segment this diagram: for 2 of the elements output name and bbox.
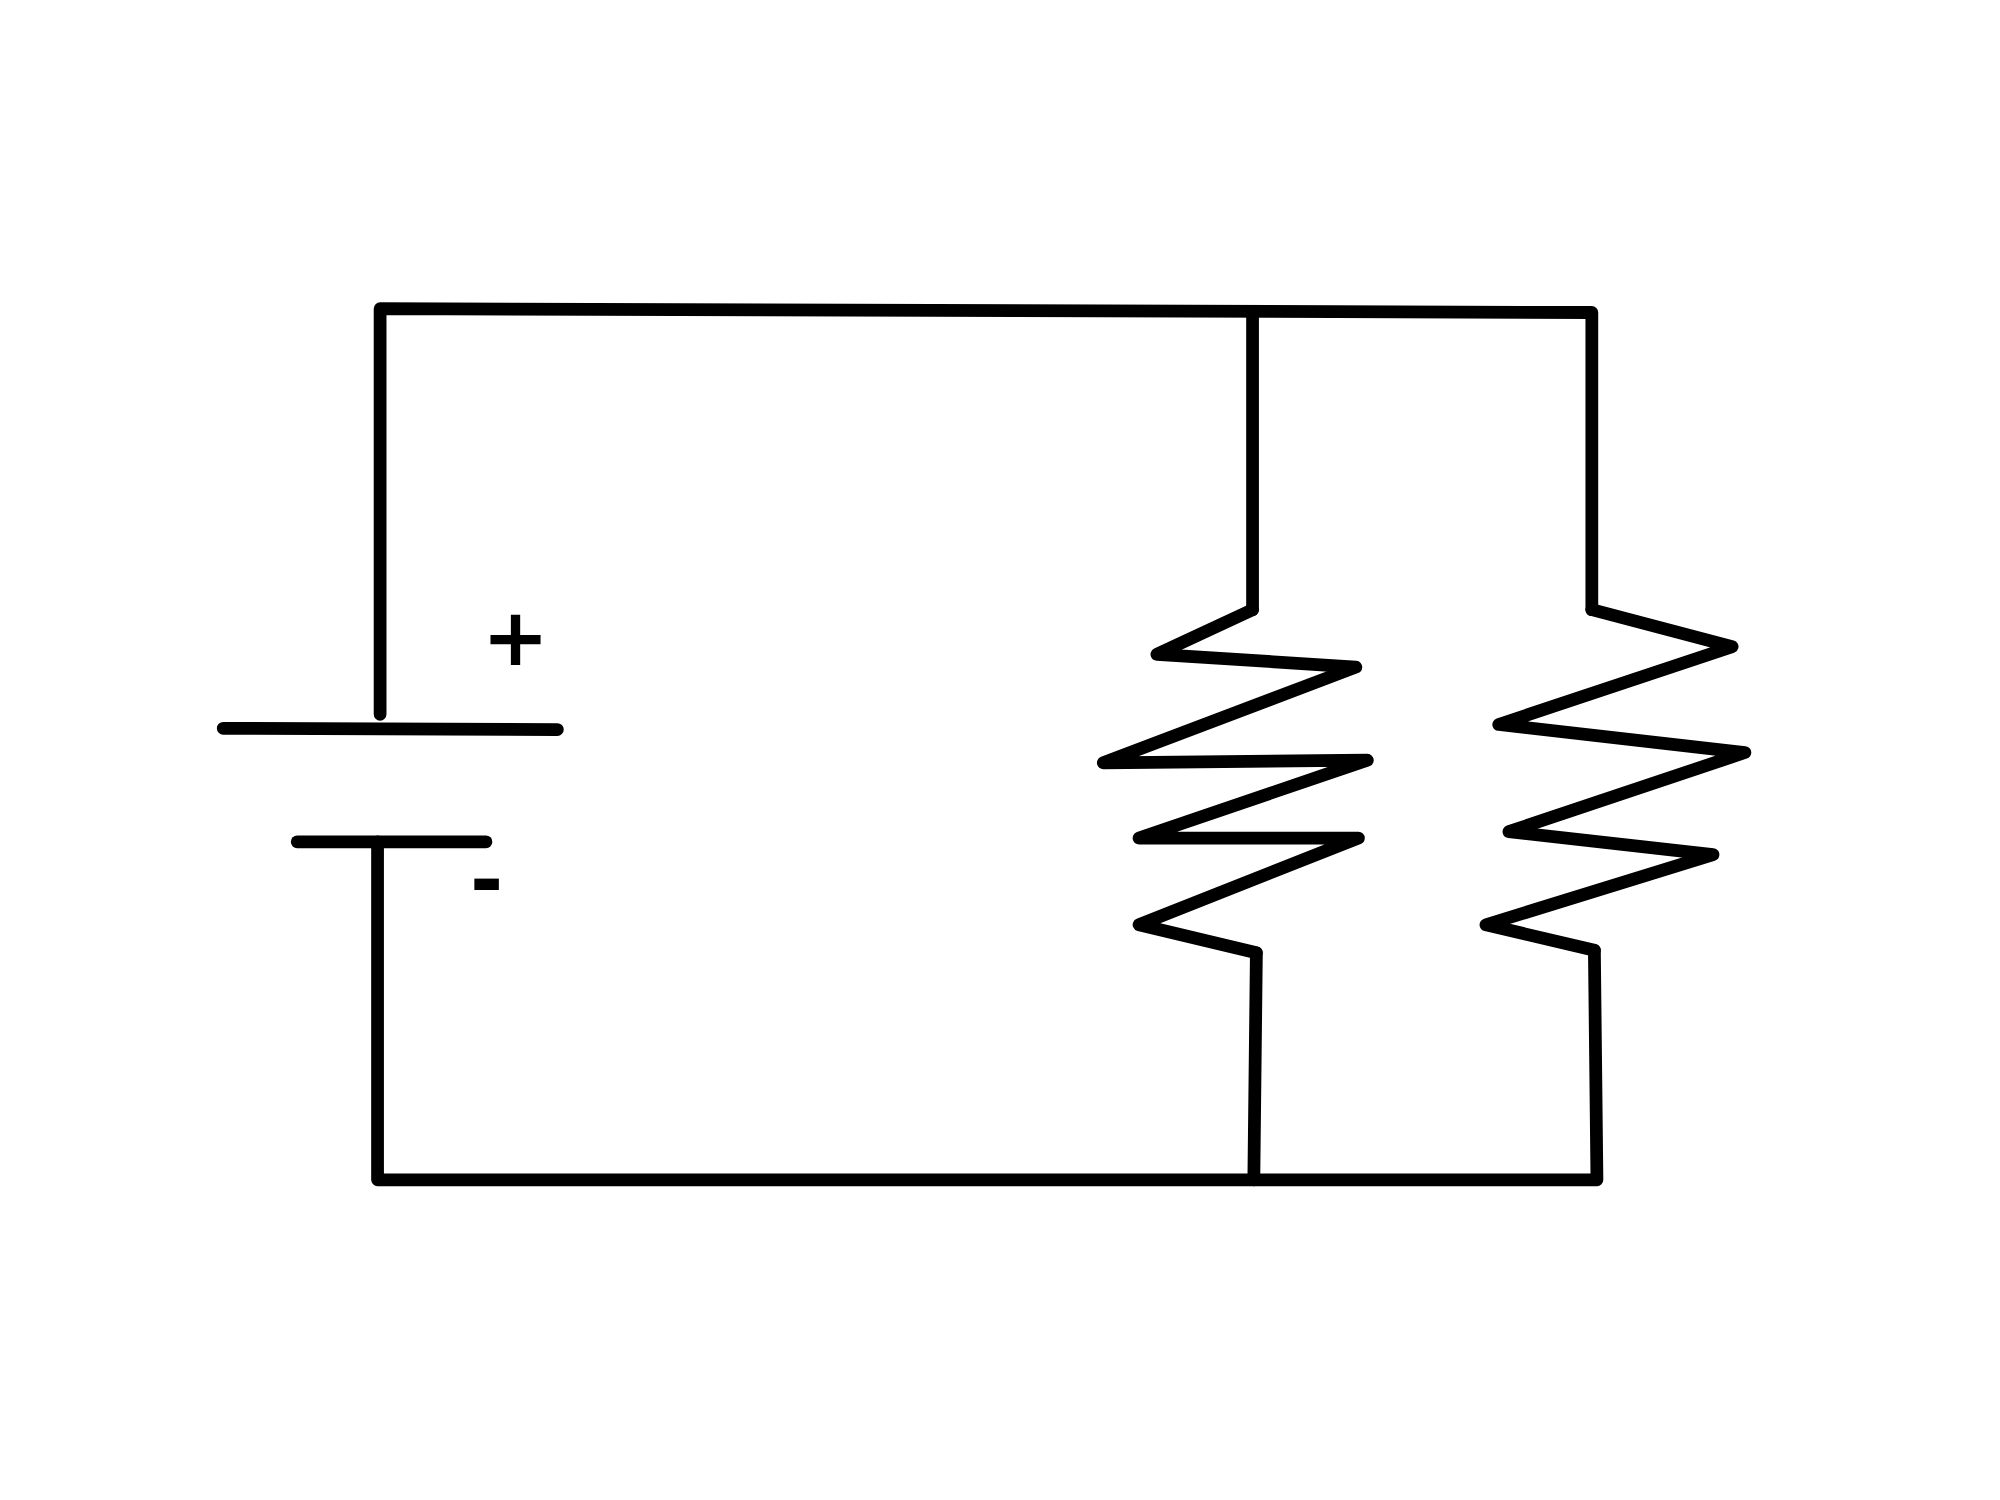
polarity-sign: - (470, 840, 504, 920)
polarity-sign: + (482, 598, 550, 678)
